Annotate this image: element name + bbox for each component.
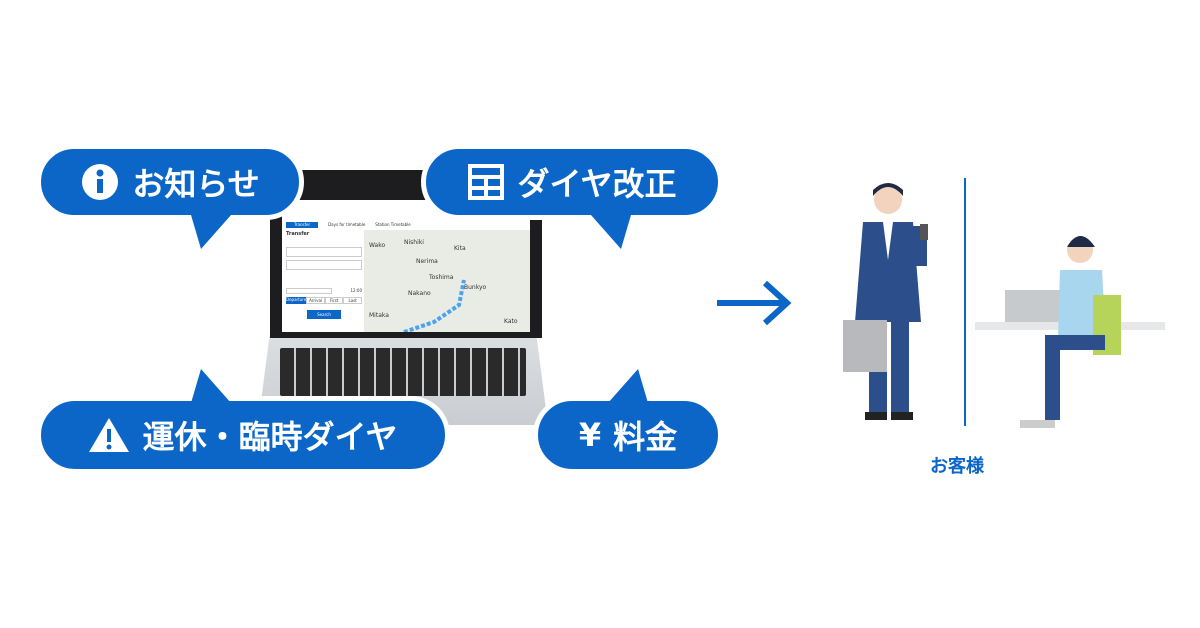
panel-title: Transfer [286, 231, 310, 237]
map-label: Nishiki [404, 239, 424, 246]
bubble-label: お知らせ [132, 165, 260, 203]
staff-illustration [975, 236, 1165, 428]
customer-label: お客様 [930, 456, 984, 477]
bubble-label: ダイヤ改正 [517, 165, 677, 203]
map-label: Kato [504, 318, 518, 325]
map-label: Kita [454, 245, 466, 252]
laptop-keyboard [280, 348, 526, 396]
bubble-fare: ¥ 料金 [533, 369, 723, 474]
bubble-suspension: 運休・臨時ダイヤ [36, 369, 450, 474]
arrow-right-icon [717, 280, 792, 326]
transit-app: Transfer Days for timetable Station Time… [282, 200, 530, 332]
bubble-timetable-revision: ダイヤ改正 [421, 144, 723, 249]
map-label: Wako [369, 242, 386, 249]
bubble-notice: お知らせ [36, 144, 304, 249]
laptop-screen: Transfer Days for timetable Station Time… [270, 170, 542, 338]
option-last[interactable]: Last [343, 297, 362, 304]
yen-icon: ¥ [578, 416, 602, 454]
bubble-label: 料金 [613, 418, 678, 456]
tab-bar: Transfer Days for timetable Station Time… [286, 222, 411, 228]
option-arrival[interactable]: Arrival [306, 297, 325, 304]
from-input[interactable] [286, 247, 362, 257]
map-label: Toshima [429, 274, 454, 281]
date-field[interactable] [286, 288, 332, 294]
option-first[interactable]: First [324, 297, 344, 304]
warning-icon [88, 416, 130, 454]
map-label: Nerima [416, 258, 438, 265]
time-field[interactable]: 12:00 [350, 288, 362, 293]
businessman-illustration [843, 183, 928, 420]
route-map[interactable]: Wako Nishiki Kita Nerima Toshima Bunkyo … [364, 230, 530, 332]
timetable-icon [467, 163, 505, 201]
tab-transfer[interactable]: Transfer [286, 222, 319, 228]
tab-days-timetable[interactable]: Days for timetable [328, 222, 366, 227]
map-label: Mitaka [369, 312, 389, 319]
map-label: Bunkyo [464, 284, 487, 291]
to-input[interactable] [286, 260, 362, 270]
map-label: Nakano [408, 290, 431, 297]
divider [964, 178, 966, 426]
search-button[interactable]: Search [307, 310, 341, 319]
info-icon [80, 162, 120, 202]
option-departure[interactable]: Departure [286, 297, 307, 304]
tab-station-timetable[interactable]: Station Timetable [375, 222, 411, 227]
bubble-label: 運休・臨時ダイヤ [142, 418, 398, 456]
